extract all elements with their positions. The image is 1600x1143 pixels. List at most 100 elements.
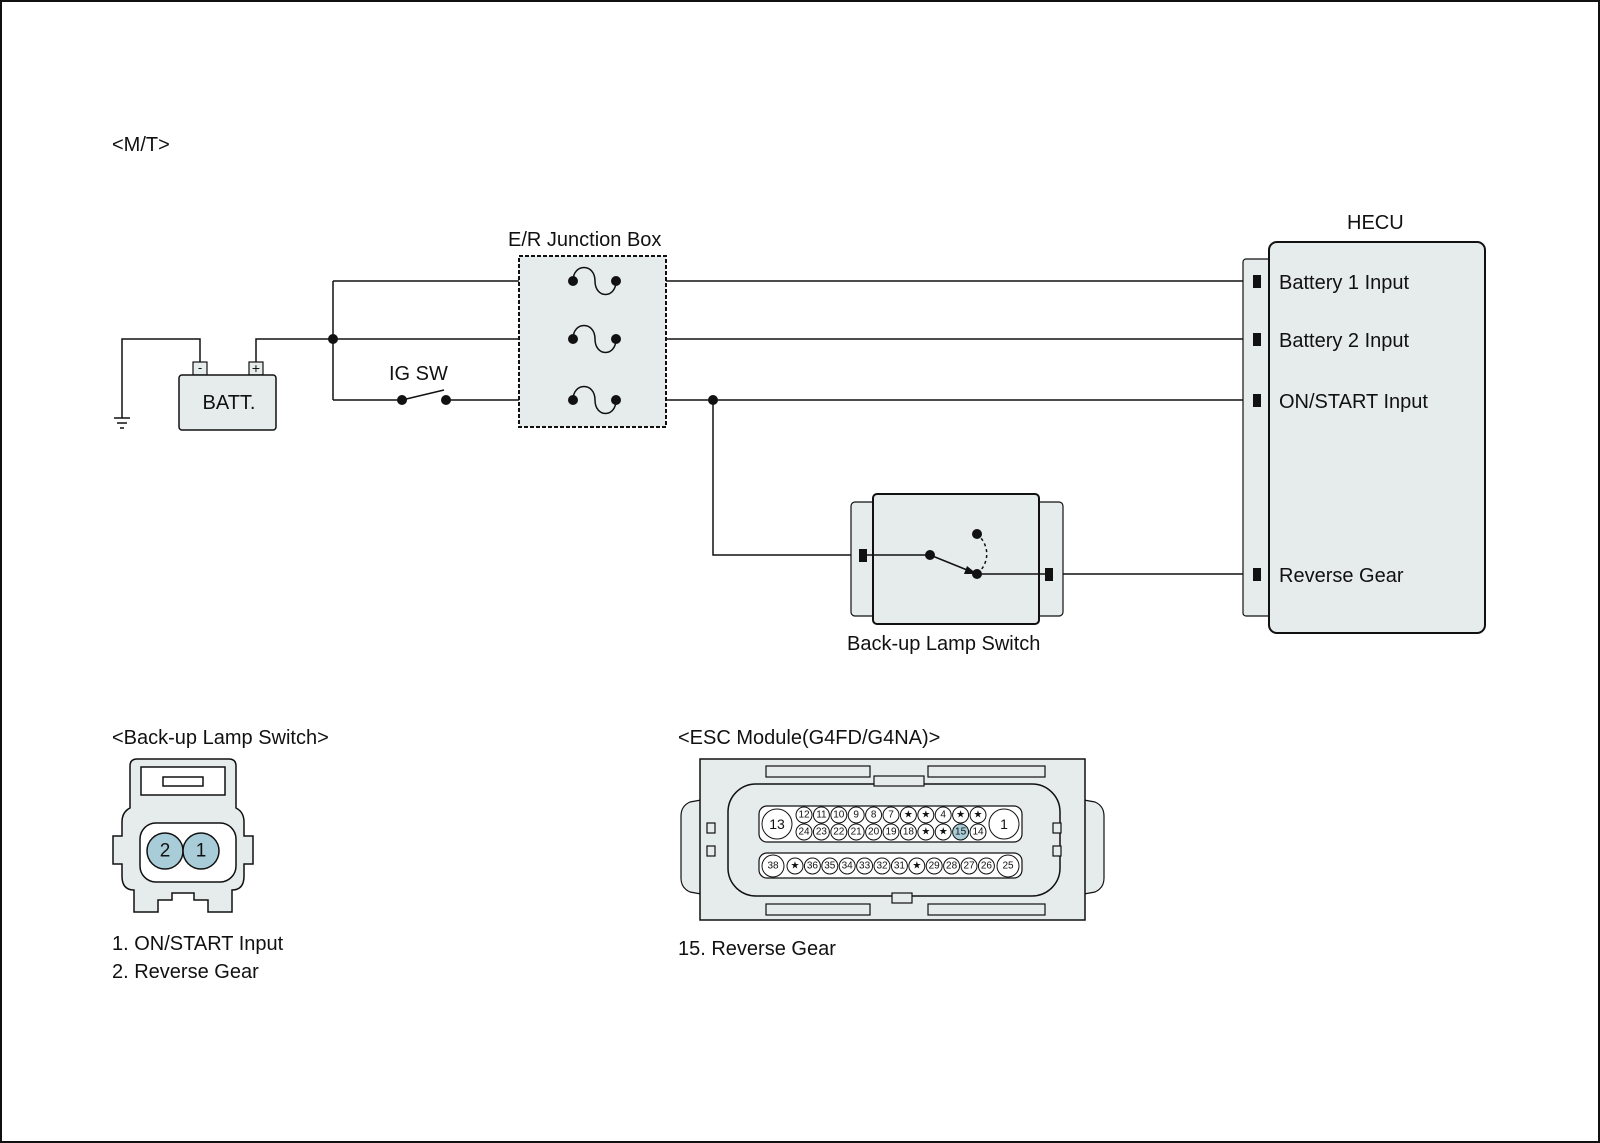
esc-pin-label: 35 — [824, 861, 836, 872]
esc-pin-label: 8 — [871, 810, 877, 821]
battery-plus-label: + — [252, 360, 260, 376]
esc-pin-15 — [952, 823, 970, 841]
esc-pin-34 — [838, 857, 856, 875]
backup-lamp-switch-label: Back-up Lamp Switch — [847, 633, 1040, 655]
esc-pin-label: 36 — [807, 861, 819, 872]
hecu-input-battery-2: Battery 2 Input — [1279, 330, 1410, 352]
esc-pin-label: 22 — [833, 827, 845, 838]
esc-pin-blank — [908, 857, 926, 875]
esc-pin-blank — [934, 823, 952, 841]
battery-minus-label: - — [198, 360, 202, 375]
esc-pin-36 — [803, 857, 821, 875]
esc-pin-label: ★ — [921, 810, 930, 821]
fuses — [572, 266, 617, 415]
esc-pin-14 — [969, 823, 987, 841]
esc-pin-1 — [988, 808, 1020, 840]
backup-lamp-switch — [850, 493, 1064, 625]
esc-pin-blank — [917, 806, 935, 824]
backup-connector-legend-1: 1. ON/START Input — [112, 933, 284, 955]
esc-pin-25 — [996, 854, 1020, 878]
esc-pin-label: 27 — [963, 861, 975, 872]
esc-pin-28 — [943, 857, 961, 875]
hecu-module — [1242, 241, 1486, 634]
esc-pin-32 — [873, 857, 891, 875]
esc-pin-label: ★ — [791, 861, 800, 872]
junction-box — [518, 255, 667, 428]
esc-pin-label: ★ — [956, 810, 965, 821]
esc-pin-11 — [812, 806, 830, 824]
esc-pin-22 — [830, 823, 848, 841]
junction-dots — [328, 276, 982, 579]
esc-pin-label: ★ — [912, 861, 921, 872]
esc-pin-blank — [969, 806, 987, 824]
esc-pin-label: 32 — [876, 861, 888, 872]
hecu-input-reverse-gear: Reverse Gear — [1279, 565, 1404, 587]
esc-pin-label: 1 — [1000, 816, 1008, 832]
esc-pin-label: 33 — [859, 861, 871, 872]
esc-pin-blank — [786, 857, 804, 875]
esc-pin-31 — [890, 857, 908, 875]
esc-pin-blank — [899, 806, 917, 824]
esc-pin-19 — [882, 823, 900, 841]
fuse-icon-2 — [572, 324, 617, 354]
esc-pin-9 — [847, 806, 865, 824]
esc-pin-label: ★ — [939, 827, 948, 838]
esc-pin-7 — [882, 806, 900, 824]
backup-connector — [112, 758, 254, 913]
esc-pin-38 — [761, 854, 785, 878]
hecu-label: HECU — [1347, 212, 1404, 234]
esc-pin-29 — [925, 857, 943, 875]
hecu-input-battery-1: Battery 1 Input — [1279, 272, 1410, 294]
variant-label: <M/T> — [112, 134, 170, 156]
esc-pin-label: 15 — [955, 827, 967, 838]
esc-connector-legend: 15. Reverse Gear — [678, 938, 836, 960]
esc-pin-blank — [917, 823, 935, 841]
esc-pin-label: 29 — [929, 861, 941, 872]
esc-pin-label: 38 — [767, 861, 779, 872]
esc-pin-4 — [934, 806, 952, 824]
esc-pin-label: 23 — [816, 827, 828, 838]
esc-pin-label: 26 — [981, 861, 993, 872]
esc-pin-12 — [795, 806, 813, 824]
backup-connector-legend-2: 2. Reverse Gear — [112, 961, 259, 983]
esc-pin-35 — [821, 857, 839, 875]
ground-icon — [114, 417, 130, 429]
esc-pin-23 — [812, 823, 830, 841]
esc-pin-label: 21 — [851, 827, 863, 838]
esc-pin-label: 10 — [833, 810, 845, 821]
battery-label: BATT. — [203, 392, 256, 414]
esc-pin-26 — [977, 857, 995, 875]
esc-pin-13 — [761, 808, 793, 840]
esc-pin-label: 12 — [798, 810, 810, 821]
hecu-terminals — [1253, 275, 1261, 581]
battery: - + BATT. — [178, 360, 277, 431]
esc-pin-label: 31 — [894, 861, 906, 872]
esc-pin-label: 18 — [903, 827, 915, 838]
fuse-icon-3 — [572, 385, 617, 415]
esc-pin-27 — [960, 857, 978, 875]
ig-switch-label: IG SW — [389, 363, 448, 385]
junction-box-label: E/R Junction Box — [508, 229, 661, 251]
fuse-icon-1 — [572, 266, 617, 296]
esc-pin-label: 19 — [885, 827, 897, 838]
esc-pin-blank — [952, 806, 970, 824]
esc-pin-10 — [830, 806, 848, 824]
esc-pin-label: ★ — [921, 827, 930, 838]
backup-connector-pin-1: 1 — [196, 841, 207, 862]
esc-pin-8 — [865, 806, 883, 824]
esc-pin-label: 9 — [853, 810, 859, 821]
esc-pin-20 — [865, 823, 883, 841]
esc-pin-label: 34 — [842, 861, 854, 872]
esc-pin-label: 20 — [868, 827, 880, 838]
esc-pin-label: 28 — [946, 861, 958, 872]
esc-pin-33 — [856, 857, 874, 875]
esc-connector-title: <ESC Module(G4FD/G4NA)> — [678, 727, 940, 749]
esc-pin-label: 25 — [1002, 861, 1014, 872]
esc-pin-21 — [847, 823, 865, 841]
esc-pin-label: 24 — [798, 827, 810, 838]
esc-pin-label: 14 — [972, 827, 984, 838]
esc-pin-label: ★ — [974, 810, 983, 821]
esc-pin-label: 13 — [769, 816, 785, 832]
